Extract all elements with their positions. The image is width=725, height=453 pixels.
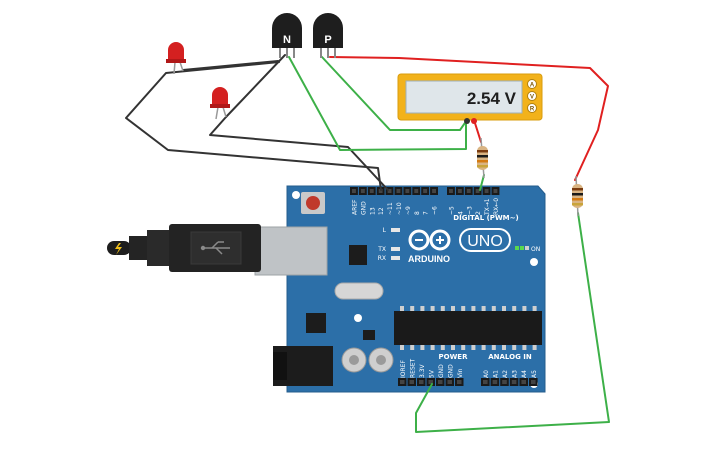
resistor-1[interactable] (477, 137, 488, 179)
uno-badge (459, 228, 511, 252)
meter-probe-com[interactable] (464, 118, 470, 124)
power-led (515, 246, 519, 250)
arduino-uno-board[interactable]: UNO ARDUINO L TX RX ON DIGITAL (PWM~) PO… (254, 185, 546, 393)
digital-pin-label: 4 (457, 211, 464, 215)
meter-mode-a-button[interactable] (527, 79, 537, 89)
usb-cable[interactable] (107, 224, 261, 272)
usb-chip (349, 245, 367, 265)
transistor-n-label: N (283, 34, 291, 46)
l-led (391, 228, 400, 232)
usb-port (254, 226, 328, 276)
digital-pin-label: 7 (423, 211, 430, 215)
multimeter-reading: 2.54 V (467, 89, 517, 108)
digital-pin-label: ~5 (448, 206, 455, 215)
black-wire-gnd[interactable] (125, 61, 382, 191)
analog-pin-label: A4 (521, 370, 528, 378)
mounting-hole (530, 258, 538, 266)
power-pin-label: Vin (457, 368, 464, 378)
transistor-p-label: P (324, 34, 331, 46)
arduino-brand-text: ARDUINO (408, 254, 450, 264)
mounting-hole (354, 314, 362, 322)
power-pin-label: RESET (409, 358, 416, 378)
transistor-n[interactable]: N (272, 13, 302, 58)
digital-pin-label: 13 (369, 207, 376, 215)
black-wire-n-led2[interactable] (225, 54, 286, 118)
digital-pin-label: ~10 (396, 202, 403, 215)
digital-pin-label: 2 (475, 211, 482, 215)
power-pin-label: IOREF (400, 360, 407, 378)
meter-probe-pos[interactable] (471, 118, 477, 124)
digital-header-label: DIGITAL (PWM~) (453, 214, 518, 222)
rx-led (391, 256, 400, 260)
reset-button[interactable] (306, 196, 320, 210)
multimeter-display (405, 80, 523, 114)
digital-pin-label: GND (360, 201, 367, 215)
black-wire-led1[interactable] (182, 60, 279, 71)
meter-mode-label: V (530, 94, 534, 100)
digital-pin-label: AREF (351, 199, 358, 215)
meter-mode-label: A (530, 82, 535, 88)
analog-header-label: ANALOG IN (488, 353, 532, 361)
meter-mode-v-button[interactable] (527, 91, 537, 101)
tx-led (391, 247, 400, 251)
black-wire-led2[interactable] (209, 116, 389, 191)
led-red-2[interactable] (210, 87, 230, 120)
digital-pin-label: ~11 (387, 202, 394, 215)
voltage-regulator (306, 313, 326, 333)
arduino-logo-icon (408, 229, 451, 251)
analog-pin-label: A2 (502, 370, 509, 378)
usb-icon (200, 241, 230, 255)
power-pin-header (398, 378, 464, 386)
digital-pin-header (350, 187, 500, 195)
digital-pin-label: ~9 (405, 206, 412, 215)
power-pin-label: 3.3V (419, 363, 426, 378)
transistor-p[interactable]: P (313, 13, 343, 58)
rx-led-label: RX (378, 255, 386, 262)
analog-pin-label: A0 (483, 370, 490, 378)
meter-mode-r-button[interactable] (527, 103, 537, 113)
green-wire-p-meter[interactable] (321, 56, 468, 131)
digital-pin-label: ~3 (466, 206, 473, 215)
l-led-label: L (383, 227, 387, 234)
green-wire-5v[interactable] (415, 212, 610, 433)
digital-pin-label: 8 (414, 211, 421, 215)
tx-led-label: TX (377, 246, 386, 253)
atmega-chip (394, 311, 542, 345)
resistor-2[interactable] (572, 175, 583, 217)
green-wire-n-meter[interactable] (288, 56, 467, 151)
red-wire-p-resistor[interactable] (329, 56, 609, 181)
power-on-label: ON (531, 246, 540, 253)
analog-pin-label: A5 (531, 370, 538, 378)
power-pin-label: GND (447, 364, 454, 378)
mounting-hole (292, 191, 300, 199)
led-red-1[interactable] (166, 42, 186, 75)
analog-pin-label: A3 (512, 370, 519, 378)
digital-pin-label: ~6 (432, 206, 439, 215)
digital-pin-label: TX→1 (484, 198, 491, 216)
analog-pin-label: A1 (492, 370, 499, 378)
lightning-bolt-icon (115, 243, 122, 255)
digital-pin-label: 12 (378, 207, 385, 215)
uno-badge-text: UNO (467, 233, 503, 250)
meter-mode-label: R (530, 106, 535, 112)
power-pin-label: GND (438, 364, 445, 378)
digital-pin-label: RX←0 (493, 198, 500, 215)
analog-pin-header (481, 378, 538, 386)
multimeter[interactable]: 2.54 V AVR (397, 73, 543, 124)
crystal-oscillator (334, 282, 384, 300)
power-pin-label: 5V (428, 369, 435, 378)
power-header-label: POWER (439, 353, 469, 361)
wires (125, 54, 610, 433)
